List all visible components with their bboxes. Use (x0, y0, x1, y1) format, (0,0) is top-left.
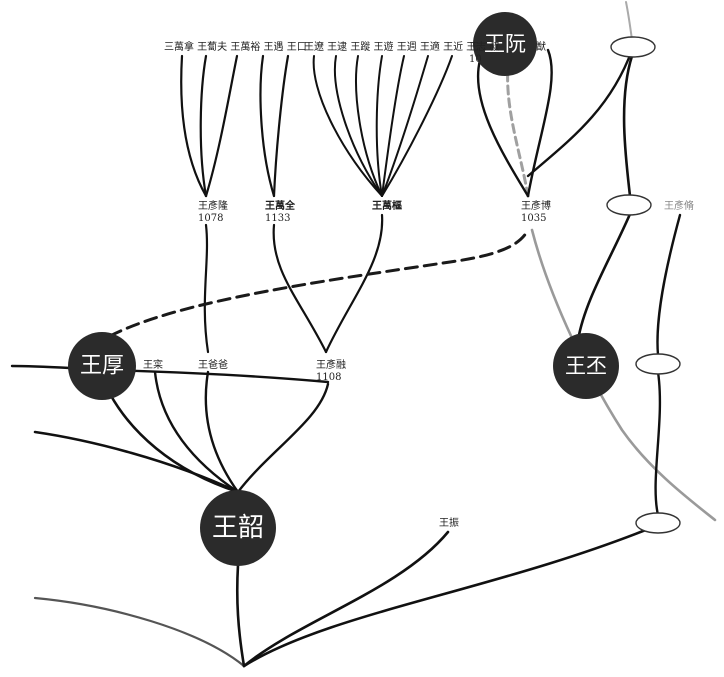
shao-to-hou (108, 392, 240, 494)
shao-branches (10, 364, 330, 494)
node-wang-pi[interactable]: 王丕 (553, 333, 619, 399)
yanbo-branches (108, 48, 717, 522)
label-wang-ye[interactable]: 王爸爸 (198, 358, 228, 371)
oval-node-4[interactable] (635, 512, 681, 534)
label-wan-quan[interactable]: 王萬全 (265, 199, 296, 212)
node-wang-pi-label: 王丕 (565, 354, 607, 378)
label-top-row-left[interactable]: 三萬拿 王蔔夫 王萬裕 王遇 王口 (164, 40, 307, 53)
label-yan-rong[interactable]: 王彥融 (316, 358, 346, 371)
node-wang-shao[interactable]: 王韶 (200, 490, 276, 566)
label-yan-bo[interactable]: 王彥博 (521, 199, 551, 212)
label-wang-zhen[interactable]: 王振 (439, 516, 459, 529)
yanbo-to-ruan-dashed (506, 64, 530, 198)
oval3-to-oval4 (654, 370, 662, 517)
hou-horizontal-bar (108, 368, 330, 384)
oval-node-2[interactable] (606, 194, 652, 216)
label-top-row-partial-left[interactable]: 王 (469, 42, 479, 53)
node-wang-shao-label: 王韶 (212, 513, 264, 543)
hou-to-yanbo-dashed (108, 228, 530, 338)
fan-3 (355, 55, 383, 197)
oval2-to-pi (576, 212, 632, 342)
shao-to-ye (204, 370, 240, 494)
ovals (606, 36, 681, 534)
label-yan-bo-year: 1035 (521, 213, 546, 224)
yanright-to-oval3 (656, 213, 682, 357)
fan-2 (334, 55, 383, 197)
node-wang-ruan-label: 王阮 (484, 32, 526, 56)
yanlong-top1 (180, 54, 208, 198)
label-yan-long-year: 1078 (198, 213, 223, 224)
label-top-row-mid[interactable]: 王遼 王逮 王蹝 王遊 王週 王適 王近 王志 叔 (304, 40, 499, 53)
label-yan-right[interactable]: 王彥脩 (664, 199, 694, 212)
top-edge-stub (625, 1, 633, 41)
label-wan-shu[interactable]: 王萬樞 (372, 199, 402, 212)
yanbo-top-right (526, 48, 553, 198)
node-wang-ruan[interactable]: 王阮 (473, 12, 537, 76)
wanshu-fan (312, 55, 453, 197)
fan-6 (381, 55, 429, 197)
ye-to-yanlong (203, 223, 210, 354)
fan-1 (312, 55, 383, 197)
oval-node-1[interactable] (610, 36, 656, 58)
label-wang-cai[interactable]: 王寀 (143, 358, 163, 371)
fan-4 (375, 55, 383, 197)
shao-to-cai (153, 370, 240, 494)
label-top-row-partial-right[interactable]: 猷 (536, 40, 546, 53)
shao-to-yanrong (236, 382, 330, 494)
root-branch-to-zhen (242, 530, 450, 668)
wanquan-top2 (272, 54, 290, 198)
yanbo-to-oval (526, 48, 634, 178)
label-yan-long[interactable]: 王彥隆 (198, 199, 228, 212)
shao-to-left-edge (33, 430, 240, 494)
fan-5 (381, 55, 405, 197)
node-wang-hou-label: 王厚 (80, 354, 124, 379)
upper-left-branches (180, 54, 384, 354)
label-yan-rong-year: 1108 (316, 372, 341, 383)
yanlong-top2 (199, 54, 208, 198)
root-branches (33, 523, 660, 668)
right-column-branches (576, 1, 682, 517)
root-branch-left-far (33, 596, 246, 668)
yanbo-top-left (476, 58, 530, 198)
root-branch-right (242, 523, 660, 668)
wanquan-top1 (259, 54, 276, 198)
yanbo-down-gray (530, 228, 717, 522)
node-wang-hou[interactable]: 王厚 (68, 332, 136, 400)
yanlong-top3 (204, 54, 239, 198)
yanrong-to-wanquan (272, 223, 328, 354)
oval1-to-oval2 (622, 54, 634, 198)
label-wan-quan-year: 1133 (265, 213, 290, 224)
fan-7 (381, 55, 453, 197)
yanrong-to-wanshu (324, 213, 384, 354)
root-branch-to-shao (235, 563, 246, 668)
labels: 三萬拿 王蔔夫 王萬裕 王遇 王口 王遼 王逮 王蹝 王遊 王週 王適 王近 王… (143, 40, 694, 529)
oval-node-3[interactable] (635, 353, 681, 375)
label-partial-year: 10 (469, 54, 482, 65)
hou-left-stub (10, 364, 72, 370)
